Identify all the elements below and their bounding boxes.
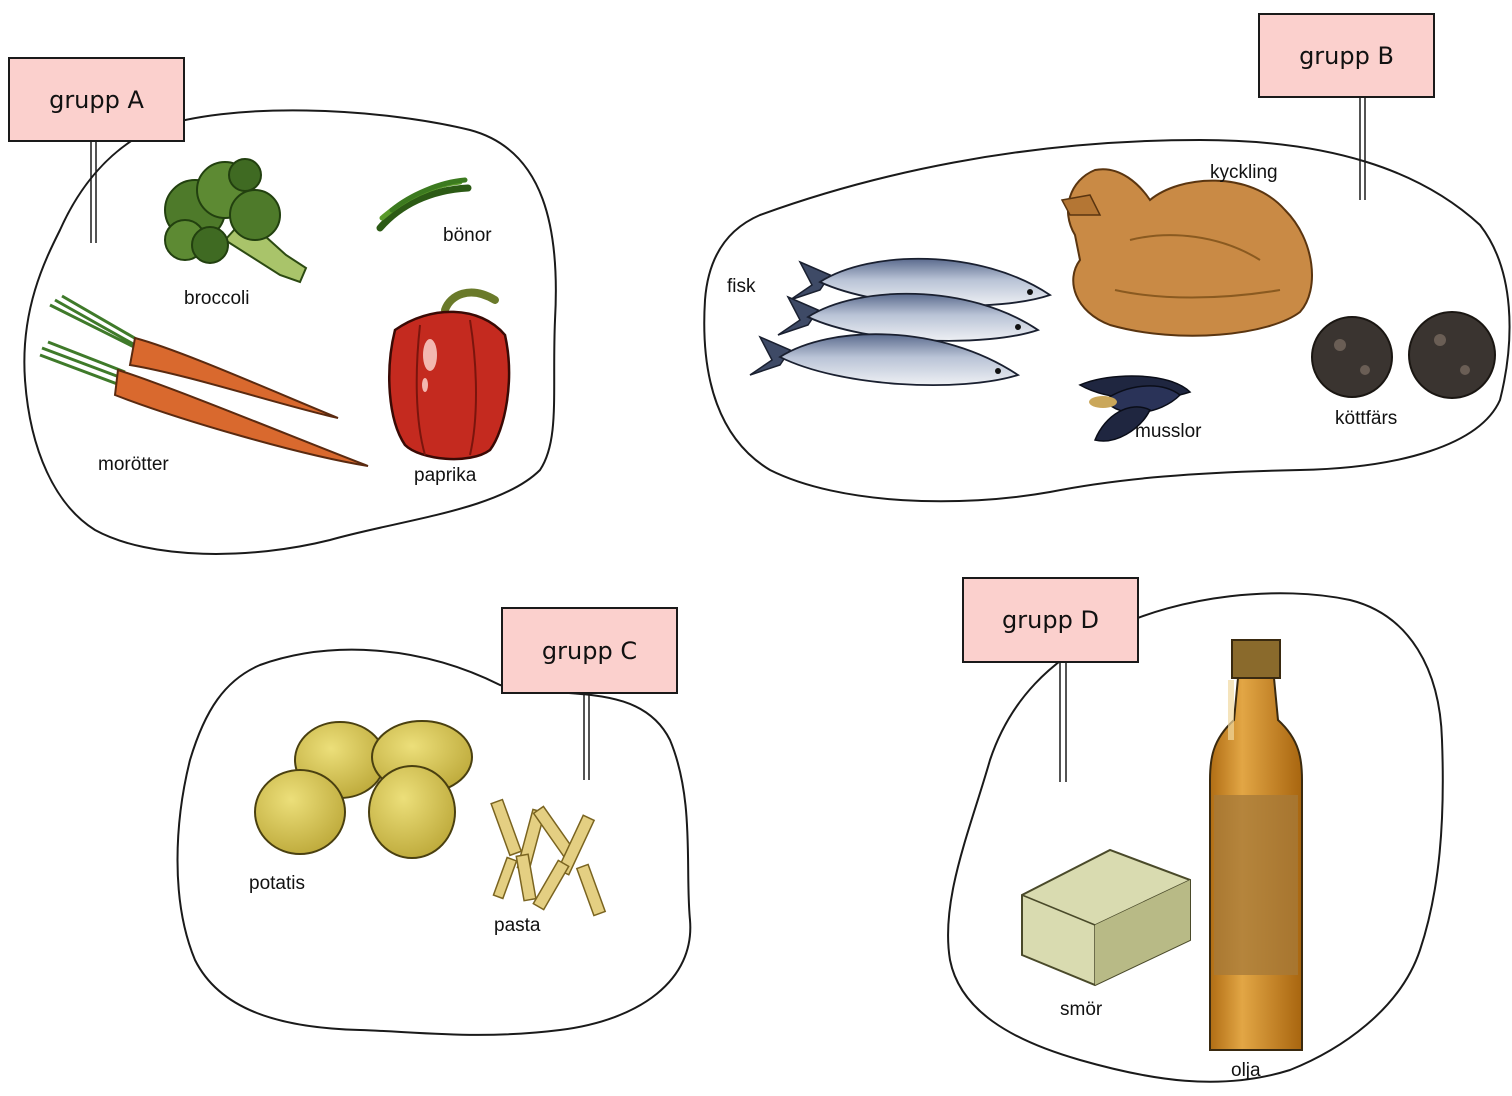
label-broccoli: broccoli <box>184 288 249 310</box>
group-d-sign: grupp D <box>962 577 1139 663</box>
group-d-outline <box>948 593 1443 1082</box>
group-b-sign: grupp B <box>1258 13 1435 98</box>
label-minced-meat: köttfärs <box>1335 408 1397 430</box>
broccoli-icon <box>165 159 306 282</box>
label-butter: smör <box>1060 999 1102 1021</box>
label-carrots: morötter <box>98 454 169 476</box>
label-oil: olja <box>1231 1060 1261 1082</box>
beans-icon <box>380 180 468 228</box>
butter-icon <box>1022 850 1190 985</box>
group-a-sign: grupp A <box>8 57 185 142</box>
label-beans: bönor <box>443 225 492 247</box>
label-fish: fisk <box>727 276 756 298</box>
label-pepper: paprika <box>414 465 476 487</box>
label-chicken: kyckling <box>1210 162 1278 184</box>
red-pepper-icon <box>389 293 509 459</box>
potatoes-icon <box>255 721 472 858</box>
pasta-icon <box>491 800 605 916</box>
label-pasta: pasta <box>494 915 540 937</box>
oil-bottle-icon <box>1210 640 1302 1050</box>
minced-meat-icon <box>1312 312 1495 398</box>
fish-icon <box>750 259 1050 385</box>
label-potatoes: potatis <box>249 873 305 895</box>
label-mussels: musslor <box>1135 421 1202 443</box>
carrots-icon <box>40 296 368 466</box>
chicken-icon <box>1062 169 1312 336</box>
group-c-sign: grupp C <box>501 607 678 694</box>
